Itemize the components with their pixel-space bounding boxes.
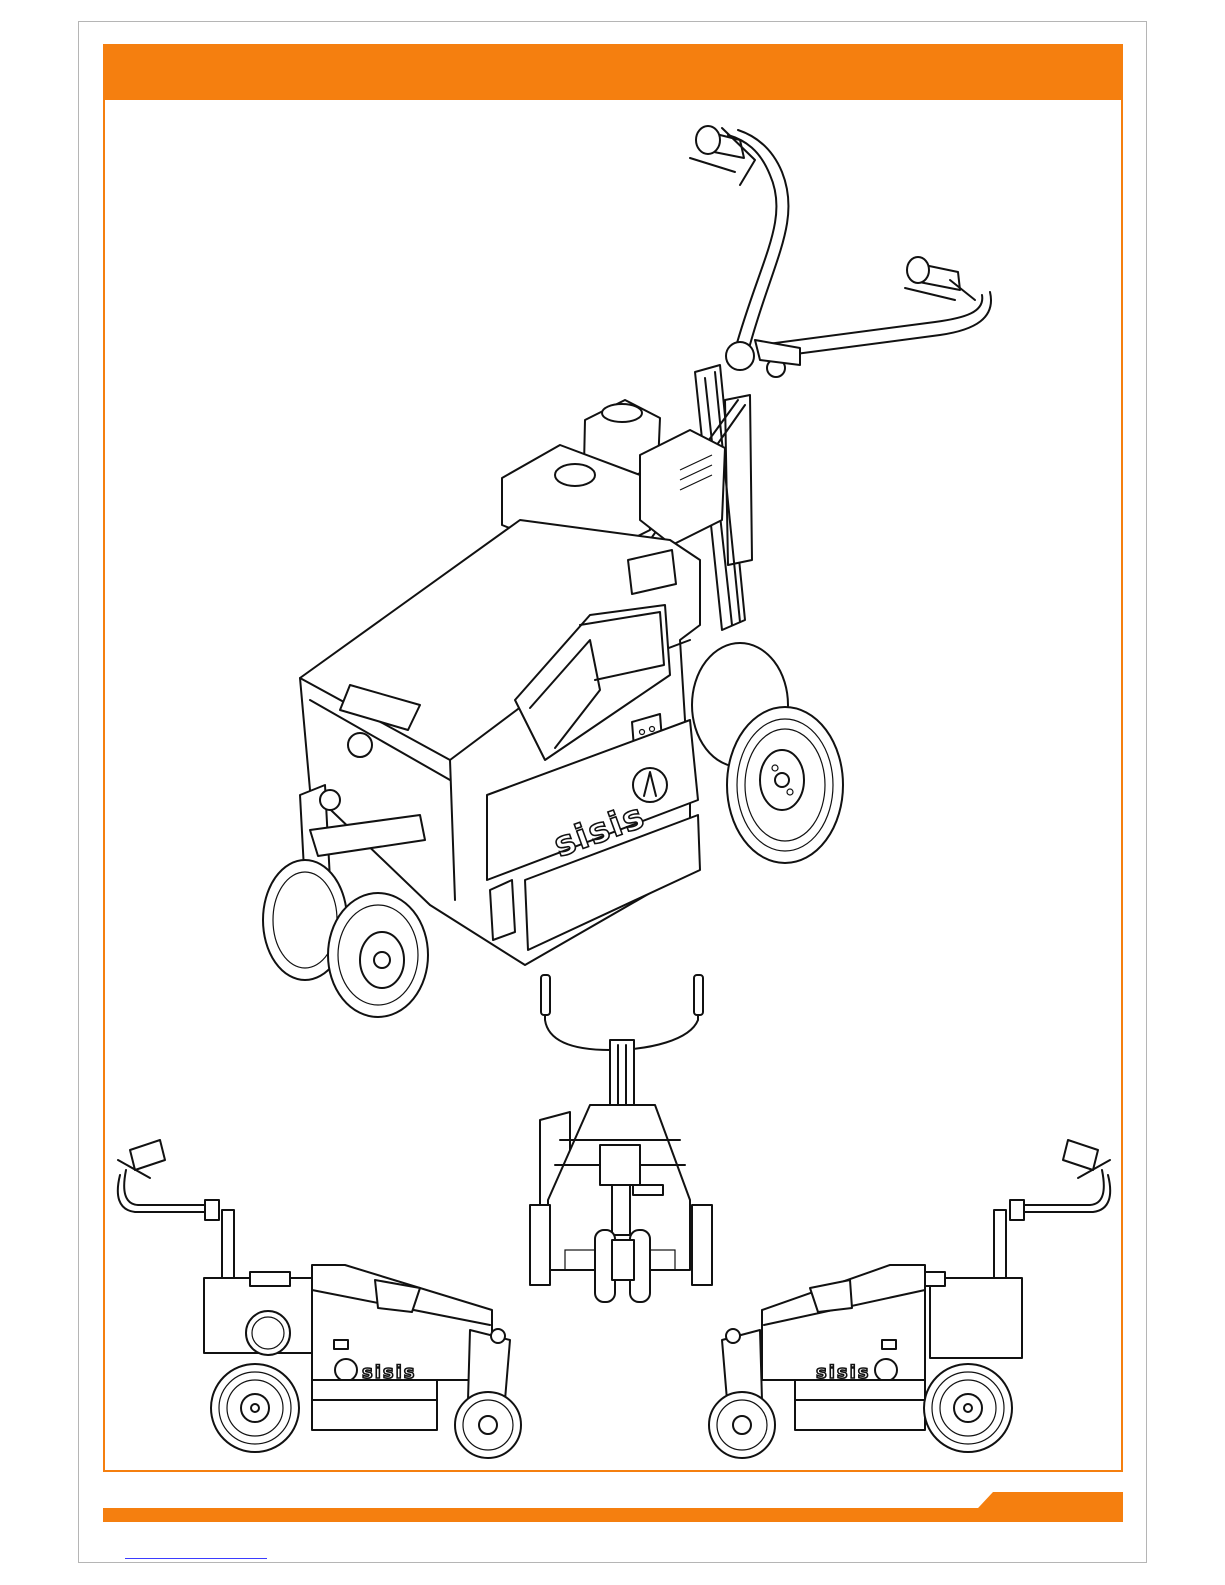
page-link-underline — [125, 1558, 267, 1559]
rear-wheel — [924, 1364, 1012, 1452]
front-castor — [709, 1392, 775, 1458]
right-side-view: sisis — [700, 1135, 1122, 1465]
front-view — [522, 965, 722, 1310]
handlebar — [1010, 1140, 1110, 1220]
isometric-view: sisis — [240, 110, 880, 1030]
handlebar — [118, 1140, 219, 1220]
header-band — [103, 44, 1123, 100]
rear-wheel — [211, 1364, 299, 1452]
front-castor — [455, 1392, 521, 1458]
engine-and-column — [204, 1210, 314, 1355]
left-side-view: sisis — [108, 1135, 528, 1465]
handlebar — [541, 975, 703, 1110]
front-castor — [595, 1230, 650, 1302]
rear-wheel — [692, 643, 843, 863]
footer-tab — [965, 1492, 1123, 1522]
